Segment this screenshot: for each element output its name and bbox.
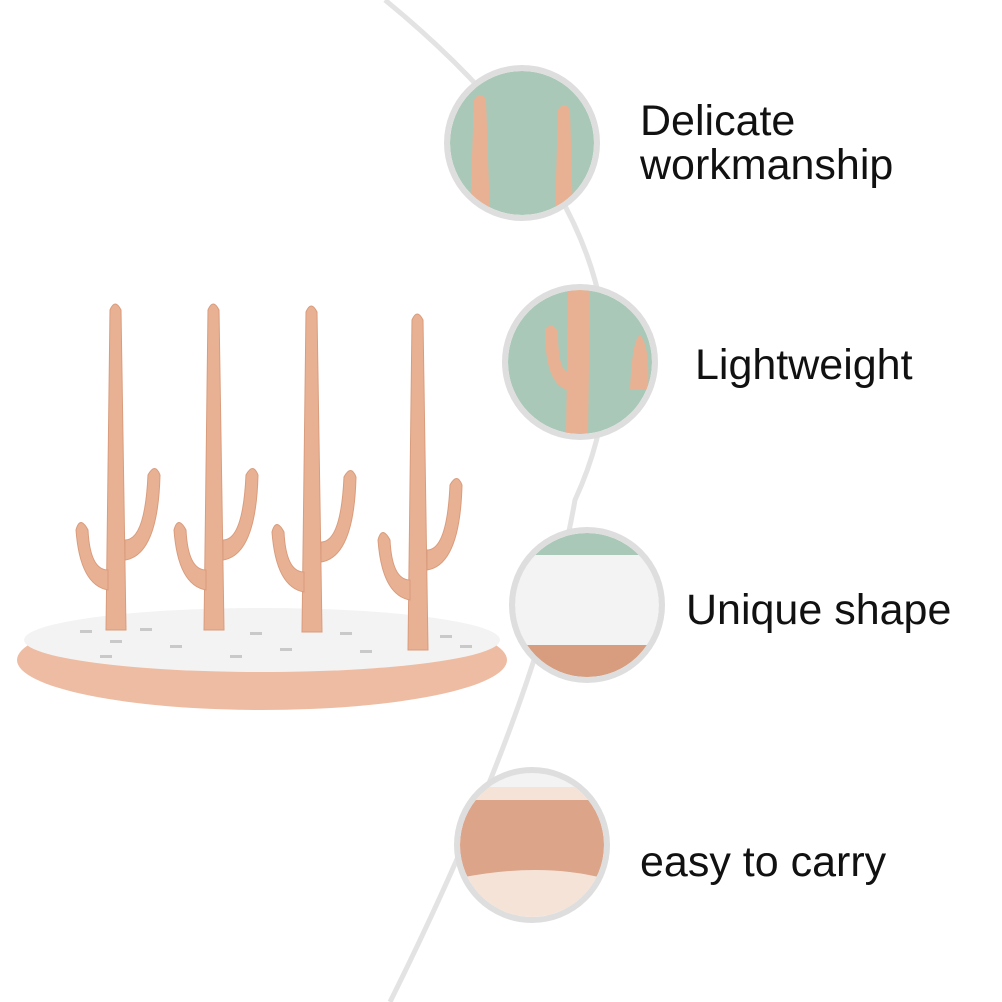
feature-label-unique-shape: Unique shape xyxy=(686,586,952,634)
feature-line: workmanship xyxy=(640,141,894,189)
drying-rack-product xyxy=(17,303,507,710)
cactus-pegs xyxy=(75,303,463,651)
detail-bubble-lightweight xyxy=(502,284,658,440)
detail-bubble-carry xyxy=(454,767,610,923)
detail-bubble-workmanship xyxy=(444,65,600,221)
feature-label-easy-carry: easy to carry xyxy=(640,838,887,886)
detail-bubble-shape xyxy=(509,527,665,683)
feature-line: Delicate xyxy=(640,97,796,145)
feature-label-lightweight: Lightweight xyxy=(695,341,913,389)
feature-label-workmanship: Delicate workmanship xyxy=(640,99,893,187)
drain-holes xyxy=(80,628,472,658)
